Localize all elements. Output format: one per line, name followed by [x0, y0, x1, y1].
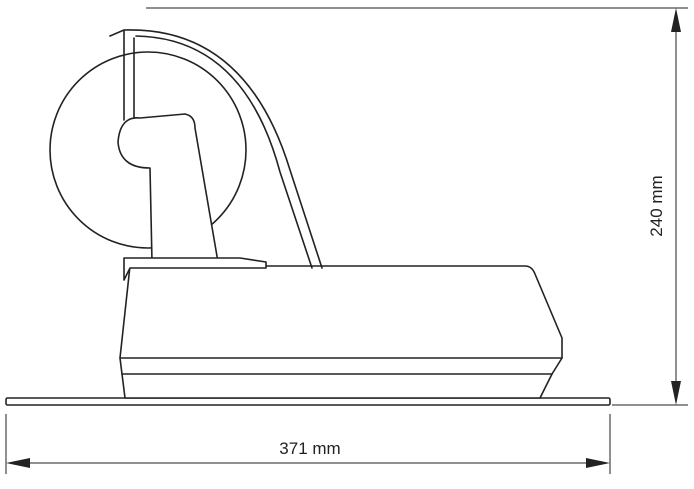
front-lip	[123, 257, 267, 281]
curved-paper-guide	[109, 29, 323, 269]
housing-body	[119, 265, 563, 399]
width-dimension	[5, 414, 611, 474]
width-dimension-label: 371 mm	[279, 439, 340, 458]
height-dimension-label: 240 mm	[647, 175, 666, 236]
height-dimension	[146, 7, 688, 406]
roll-holder-arm	[117, 113, 219, 263]
base-plate	[5, 397, 611, 406]
